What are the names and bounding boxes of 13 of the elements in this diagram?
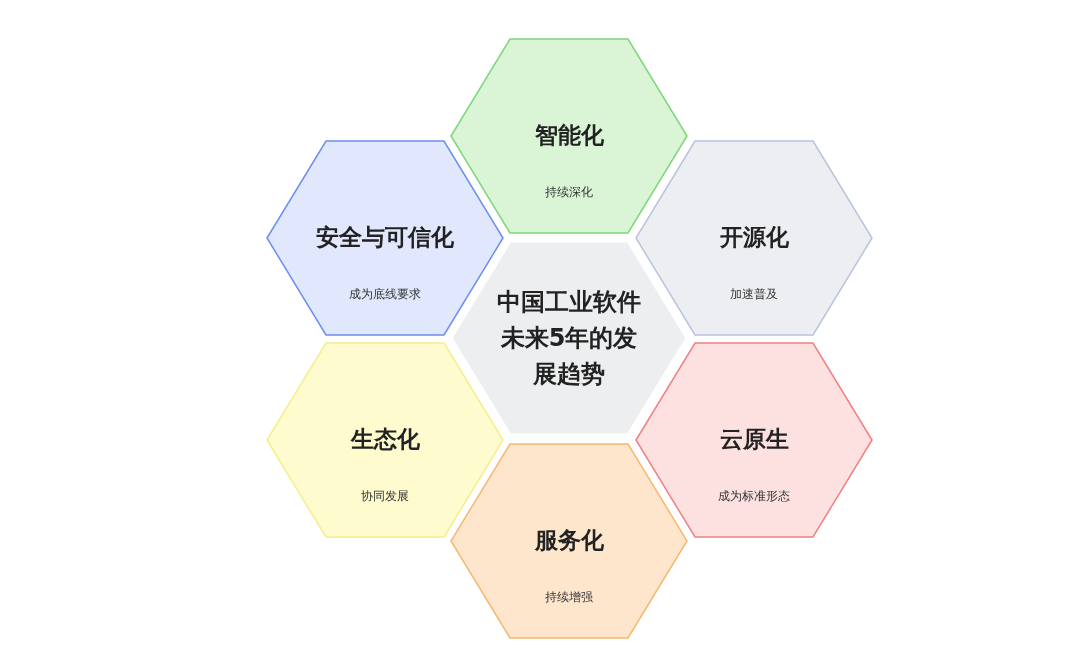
trend-title: 服务化 [533, 526, 605, 555]
trend-title: 智能化 [533, 121, 605, 150]
trend-title: 安全与可信化 [315, 223, 455, 252]
trend-note: 加速普及 [729, 286, 779, 303]
trend-note: 成为标准形态 [717, 488, 791, 505]
trend-note: 持续深化 [544, 184, 594, 201]
trend-title: 云原生 [718, 425, 790, 454]
trend-title: 生态化 [349, 425, 421, 454]
trend-note: 协同发展 [360, 488, 410, 505]
center-title: 中国工业软件未来5年的发展趋势 [496, 287, 642, 390]
trend-note: 成为底线要求 [348, 286, 422, 303]
trend-title: 开源化 [718, 223, 790, 252]
trend-note: 持续增强 [544, 589, 594, 606]
